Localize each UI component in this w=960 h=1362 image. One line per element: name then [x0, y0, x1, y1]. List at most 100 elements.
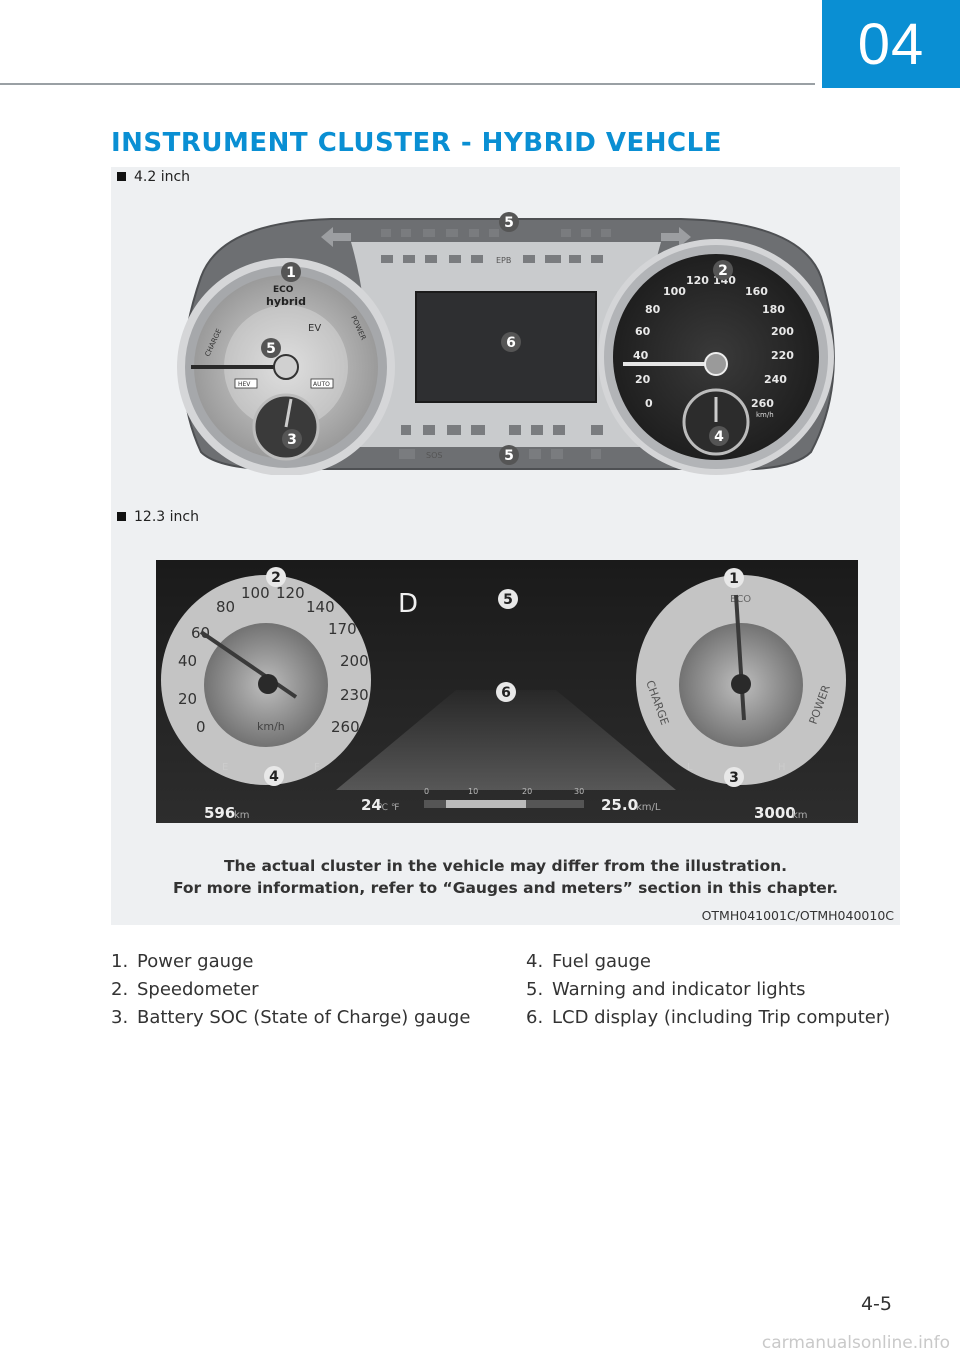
section-title: INSTRUMENT CLUSTER - HYBRID VEHCLE — [111, 128, 722, 158]
speed2-tick-0: 0 — [196, 718, 206, 736]
callout-5-top: 5 — [504, 215, 514, 231]
cluster-12-3-inch-illustration: 0 20 40 60 80 100 120 140 170 200 230 26… — [156, 560, 858, 823]
legend-text: Warning and indicator lights — [552, 979, 806, 1000]
legend-number: 5. — [526, 979, 544, 1000]
watermark: carmanualsonline.info — [761, 1333, 950, 1353]
callout2-5: 5 — [503, 592, 513, 608]
epb-indicator: EPB — [496, 256, 511, 265]
legend-number: 6. — [526, 1007, 544, 1028]
range-unit: km — [234, 810, 250, 821]
figure-caption-line-2: For more information, refer to “Gauges a… — [172, 879, 839, 897]
speedometer-12-3: 0 20 40 60 80 100 120 140 170 200 230 26… — [161, 575, 371, 785]
power-gauge-12-3: ECO CHARGE POWER L H — [636, 575, 846, 785]
fuel-f-label: F — [314, 762, 320, 773]
eco-label: ECO — [273, 285, 294, 295]
legend-number: 3. — [111, 1007, 129, 1028]
speed-tick-220: 220 — [771, 349, 794, 362]
legend-left-column: 1. Power gauge 2.Speedometer 3.Battery SO… — [111, 948, 470, 1032]
figure-label-text: 12.3 inch — [134, 509, 199, 525]
legend-text: Power gauge — [137, 951, 254, 972]
callout2-3: 3 — [729, 770, 739, 786]
callout-1: 1 — [286, 265, 296, 281]
callout-5-left: 5 — [266, 341, 276, 357]
legend-item: 4. Fuel gauge — [526, 948, 890, 976]
power-gauge: ECO hybrid EV CHARGE POWER HEV AUTO — [177, 258, 395, 475]
efficiency-unit: km/L — [636, 802, 661, 813]
efficiency-bar-fill — [446, 800, 526, 808]
efficiency-value: 25.0 — [601, 796, 638, 814]
speed2-tick-260: 260 — [331, 718, 360, 736]
chapter-tab: 04 — [822, 0, 960, 88]
odometer-value: 3000 — [754, 804, 796, 822]
speed-tick-40: 40 — [633, 349, 649, 362]
callout-5-bottom: 5 — [504, 448, 514, 464]
figure-code: OTMH041001C/OTMH040010C — [701, 908, 894, 923]
legend-right-column: 4. Fuel gauge 5. Warning and indicator lig… — [526, 948, 890, 1032]
speed-tick-20: 20 — [635, 373, 651, 386]
speed-tick-60: 60 — [635, 325, 651, 338]
callout-4: 4 — [714, 429, 724, 445]
legend-item: 1. Power gauge — [111, 948, 470, 976]
callout-6: 6 — [506, 335, 516, 351]
road-graphic — [336, 690, 676, 790]
legend-item: 5. Warning and indicator lights — [526, 976, 890, 1004]
speed2-tick-230: 230 — [340, 686, 369, 704]
speed2-tick-100: 100 — [241, 584, 270, 602]
speed2-tick-80: 80 — [216, 598, 235, 616]
speed-tick-260: 260 — [751, 397, 774, 410]
header-rule — [0, 83, 815, 85]
soc-h-label: H — [778, 762, 786, 773]
speed-tick-100: 100 — [663, 285, 686, 298]
legend-text: Fuel gauge — [552, 951, 651, 972]
speed2-tick-40: 40 — [178, 652, 197, 670]
callout-3: 3 — [287, 432, 297, 448]
figure-label-text: 4.2 inch — [134, 169, 191, 185]
legend-item: 3.Battery SOC (State of Charge) gauge — [111, 1004, 470, 1032]
speed-tick-0: 0 — [645, 397, 653, 410]
callout2-1: 1 — [729, 571, 739, 587]
hev-label: HEV — [238, 381, 251, 388]
power-needle-2 — [734, 594, 746, 721]
speed2-tick-140: 140 — [306, 598, 335, 616]
legend-text: Speedometer — [137, 979, 259, 1000]
legend-item: 6. LCD display (including Trip computer) — [526, 1004, 890, 1032]
legend-item: 2.Speedometer — [111, 976, 470, 1004]
speed-tick-120: 120 — [686, 274, 709, 287]
ev-label: EV — [308, 323, 321, 334]
auto-label: AUTO — [313, 381, 330, 388]
figure-panel: 4.2 inch EPB — [111, 167, 900, 925]
speed2-tick-20: 20 — [178, 690, 197, 708]
turn-signal-left-icon — [321, 227, 351, 247]
speed-needle-2 — [199, 630, 298, 699]
temp-value: 24 — [361, 796, 382, 814]
scale-0: 0 — [424, 787, 429, 796]
scale-30: 30 — [574, 787, 584, 796]
scale-20: 20 — [522, 787, 532, 796]
odometer-unit: km — [792, 810, 808, 821]
speed2-tick-120: 120 — [276, 584, 305, 602]
gear-indicator: D — [398, 589, 418, 619]
legend-text: LCD display (including Trip computer) — [552, 1007, 891, 1028]
soc-l-label: L — [687, 762, 693, 773]
speedometer: 0 20 40 60 80 100 120 140 160 180 200 22… — [598, 239, 834, 475]
range-value: 596 — [204, 804, 235, 822]
hybrid-label: hybrid — [266, 295, 306, 308]
speed-tick-80: 80 — [645, 303, 661, 316]
fuel-e-label: E — [222, 762, 228, 773]
kmh-label: km/h — [756, 411, 774, 419]
figure-label-12-3-inch: 12.3 inch — [117, 509, 199, 525]
legend-number: 1. — [111, 951, 129, 972]
callout2-4: 4 — [269, 769, 279, 785]
figure-caption-line-1: The actual cluster in the vehicle may di… — [223, 857, 788, 875]
page-number: 4-5 — [860, 1293, 892, 1315]
turn-signal-right-icon — [661, 227, 691, 247]
speed-tick-240: 240 — [764, 373, 787, 386]
legend-number: 4. — [526, 951, 544, 972]
sos-indicator: SOS — [426, 451, 442, 460]
speed2-tick-200: 200 — [340, 652, 369, 670]
speed-tick-180: 180 — [762, 303, 785, 316]
speed2-tick-170: 170 — [328, 620, 357, 638]
kmh-label: km/h — [257, 720, 285, 733]
speed-tick-200: 200 — [771, 325, 794, 338]
speed-tick-160: 160 — [745, 285, 768, 298]
